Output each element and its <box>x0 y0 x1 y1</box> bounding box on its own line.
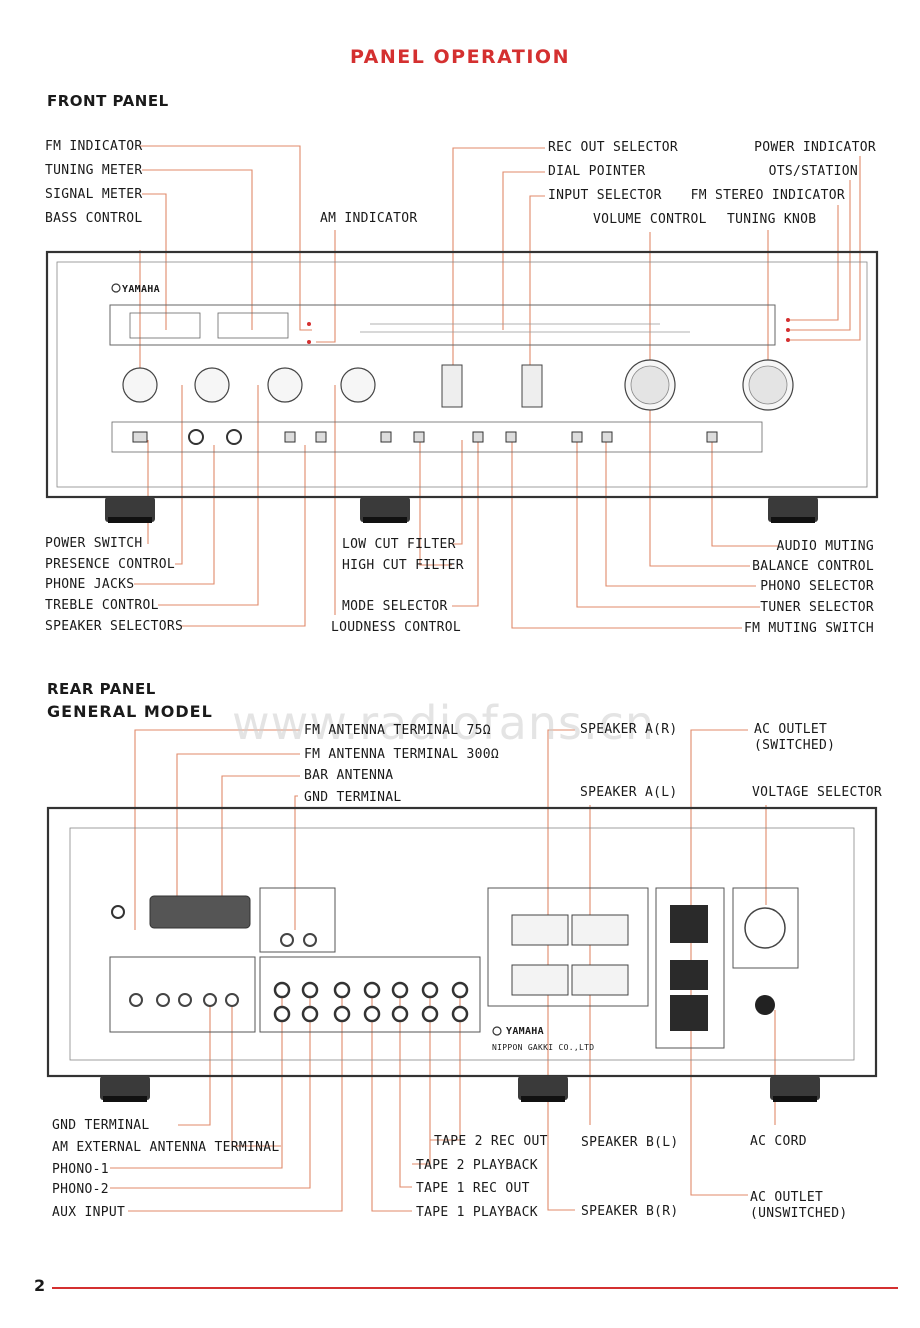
label-dial-pointer: DIAL POINTER <box>548 164 646 179</box>
label-tuning-knob: TUNING KNOB <box>727 212 817 227</box>
label-loudness-control: LOUDNESS CONTROL <box>331 620 462 635</box>
label-tape2-rec-out: TAPE 2 REC OUT <box>434 1134 548 1149</box>
page-number: 2 <box>34 1276 46 1295</box>
label-speaker-b-l: SPEAKER B(L) <box>581 1135 679 1150</box>
label-fm-stereo-indicator: FM STEREO INDICATOR <box>690 188 845 203</box>
label-tuning-meter: TUNING METER <box>45 163 143 178</box>
label-tape1-rec-out: TAPE 1 REC OUT <box>416 1181 530 1196</box>
label-low-cut-filter: LOW CUT FILTER <box>342 537 456 552</box>
label-volume-control: VOLUME CONTROL <box>593 212 707 227</box>
watermark: www.radiofans.cn <box>232 696 656 750</box>
label-phono-selector: PHONO SELECTOR <box>760 579 874 594</box>
rear-brand-logo: YAMAHA <box>506 1026 544 1037</box>
label-aux-input: AUX INPUT <box>52 1205 126 1220</box>
label-voltage-selector: VOLTAGE SELECTOR <box>752 785 883 800</box>
front-panel-heading: FRONT PANEL <box>47 92 169 110</box>
label-power-indicator: POWER INDICATOR <box>754 140 876 155</box>
rear-panel-heading: REAR PANEL <box>47 680 156 698</box>
label-phono-1: PHONO-1 <box>52 1162 109 1177</box>
label-mode-selector: MODE SELECTOR <box>342 599 448 614</box>
label-ac-outlet-unswitched: AC OUTLET <box>750 1190 824 1205</box>
label-speaker-b-r: SPEAKER B(R) <box>581 1204 679 1219</box>
label-tape2-playback: TAPE 2 PLAYBACK <box>416 1158 538 1173</box>
label-ac-outlet-switched-note: (SWITCHED) <box>754 738 836 753</box>
label-bar-antenna: BAR ANTENNA <box>304 768 394 783</box>
label-balance-control: BALANCE CONTROL <box>752 559 874 574</box>
label-input-selector: INPUT SELECTOR <box>548 188 662 203</box>
page-title: PANEL OPERATION <box>350 46 570 68</box>
label-presence-control: PRESENCE CONTROL <box>45 557 176 572</box>
label-ots-station: OTS/STATION <box>768 164 858 179</box>
label-speaker-a-r: SPEAKER A(R) <box>580 722 678 737</box>
label-am-indicator: AM INDICATOR <box>320 211 418 226</box>
label-treble-control: TREBLE CONTROL <box>45 598 159 613</box>
label-tuner-selector: TUNER SELECTOR <box>760 600 874 615</box>
label-rec-out-selector: REC OUT SELECTOR <box>548 140 679 155</box>
label-bass-control: BASS CONTROL <box>45 211 143 226</box>
front-brand-logo: YAMAHA <box>122 284 160 295</box>
label-fm-antenna-300: FM ANTENNA TERMINAL 300Ω <box>304 747 500 762</box>
label-fm-muting-switch: FM MUTING SWITCH <box>743 621 874 636</box>
label-signal-meter: SIGNAL METER <box>45 187 143 202</box>
rear-maker-plate: NIPPON GAKKI CO.,LTD <box>492 1043 595 1052</box>
label-ac-outlet-switched: AC OUTLET <box>754 722 828 737</box>
label-gnd-terminal-bottom: GND TERMINAL <box>52 1118 150 1133</box>
label-gnd-terminal-top: GND TERMINAL <box>304 790 402 805</box>
label-phone-jacks: PHONE JACKS <box>45 577 135 592</box>
label-tape1-playback: TAPE 1 PLAYBACK <box>416 1205 538 1220</box>
label-speaker-selectors: SPEAKER SELECTORS <box>45 619 184 634</box>
label-am-external-antenna: AM EXTERNAL ANTENNA TERMINAL <box>52 1140 280 1155</box>
label-phono-2: PHONO-2 <box>52 1182 109 1197</box>
label-fm-indicator: FM INDICATOR <box>45 139 143 154</box>
label-speaker-a-l: SPEAKER A(L) <box>580 785 678 800</box>
label-high-cut-filter: HIGH CUT FILTER <box>342 558 464 573</box>
label-power-switch: POWER SWITCH <box>45 536 143 551</box>
label-fm-antenna-75: FM ANTENNA TERMINAL 75Ω <box>304 723 491 738</box>
label-ac-cord: AC CORD <box>750 1134 807 1149</box>
label-audio-muting: AUDIO MUTING <box>776 539 874 554</box>
label-ac-outlet-unswitched-note: (UNSWITCHED) <box>750 1206 848 1221</box>
rear-panel-subheading: GENERAL MODEL <box>47 702 213 721</box>
